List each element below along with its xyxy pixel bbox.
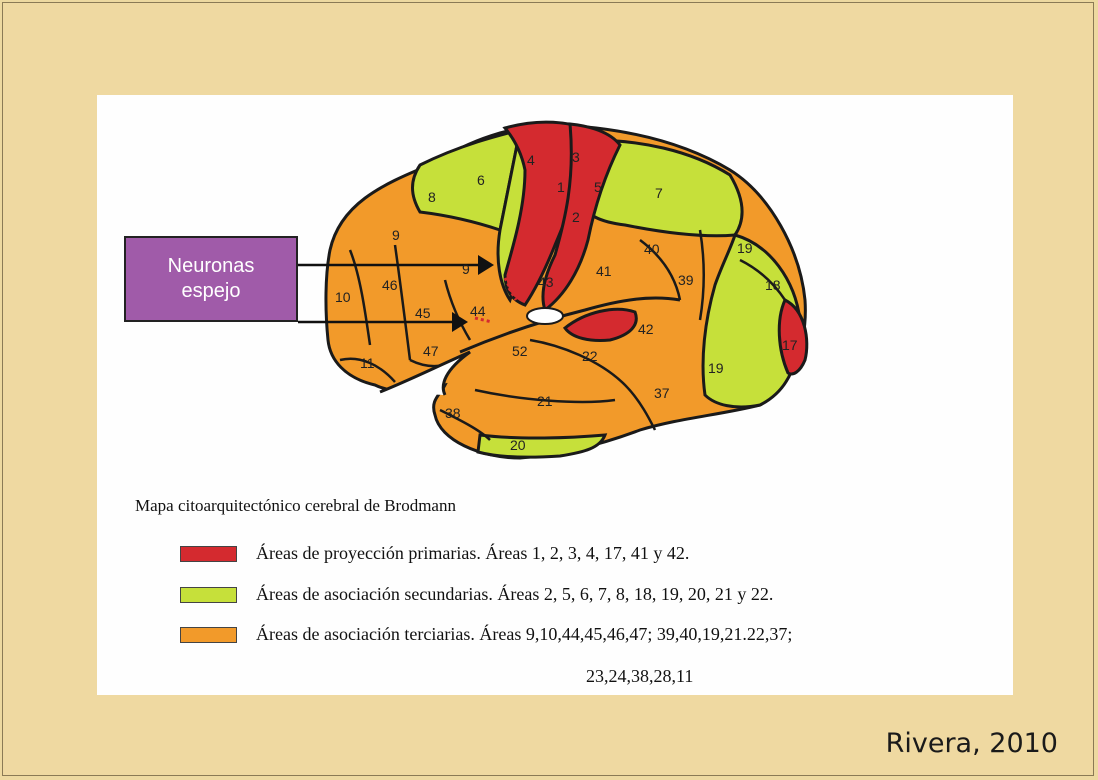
area-label: 10 <box>335 289 351 305</box>
area-label: 5 <box>594 179 602 195</box>
area-label: 9 <box>462 261 470 277</box>
area-1-2-3 <box>541 122 622 313</box>
area-label: 37 <box>654 385 670 401</box>
area-label: 17 <box>782 337 798 353</box>
area-label: 46 <box>382 277 398 293</box>
area-label: 6 <box>477 172 485 188</box>
sylvian-fissure <box>459 296 681 354</box>
legend-text: Áreas de asociación secundarias. Áreas 2… <box>256 584 774 604</box>
area-17 <box>777 297 809 376</box>
area-label: 19 <box>737 240 753 256</box>
area-label: 41 <box>596 263 612 279</box>
area-label: 38 <box>445 405 461 421</box>
area-label: 45 <box>415 305 431 321</box>
area-label: 4 <box>527 152 535 168</box>
mirror-neuron-marks <box>474 277 518 324</box>
legend-text: Áreas de proyección primarias. Áreas 1, … <box>256 543 690 563</box>
temporal-notch <box>379 350 471 396</box>
arrow-upper-head <box>478 255 494 275</box>
legend-swatch-red <box>180 546 237 562</box>
area-label: 1 <box>557 179 565 195</box>
area-label: 40 <box>644 241 660 257</box>
credit-text: Rivera, 2010 <box>885 728 1058 759</box>
callout-line-2: espejo <box>181 280 241 302</box>
area-label: 18 <box>765 277 781 293</box>
area-19-18 <box>701 233 802 409</box>
area-20 <box>476 433 608 459</box>
area-41-42 <box>562 307 638 342</box>
area-label: 22 <box>582 348 598 364</box>
area-label: 39 <box>678 272 694 288</box>
area-label: 21 <box>537 393 553 409</box>
area-label: 44 <box>470 303 486 319</box>
mirror-neurons-callout: Neuronas espejo <box>124 236 298 322</box>
legend-title: Mapa citoarquitectónico cerebral de Brod… <box>135 496 456 515</box>
legend-text: Áreas de asociación terciarias. Áreas 9,… <box>256 624 793 644</box>
area-label: 9 <box>392 227 400 243</box>
insula-gap <box>526 307 564 325</box>
area-label: 2 <box>572 209 580 225</box>
area-label: 43 <box>538 274 554 290</box>
area-label: 7 <box>655 185 663 201</box>
sulcus-lines <box>339 229 787 441</box>
area-8 <box>411 127 522 232</box>
legend-continuation: 23,24,38,28,11 <box>586 666 694 686</box>
area-label: 47 <box>423 343 439 359</box>
legend-swatch-green <box>180 587 237 603</box>
callout-line-1: Neuronas <box>167 255 255 277</box>
area-label: 8 <box>428 189 436 205</box>
area-label: 3 <box>572 149 580 165</box>
area-label: 19 <box>708 360 724 376</box>
area-label: 42 <box>638 321 654 337</box>
area-label: 11 <box>360 355 375 371</box>
arrow-lower-head <box>452 312 468 332</box>
legend-swatch-orange <box>180 627 237 643</box>
area-label: 52 <box>512 343 528 359</box>
area-label: 20 <box>510 437 526 453</box>
